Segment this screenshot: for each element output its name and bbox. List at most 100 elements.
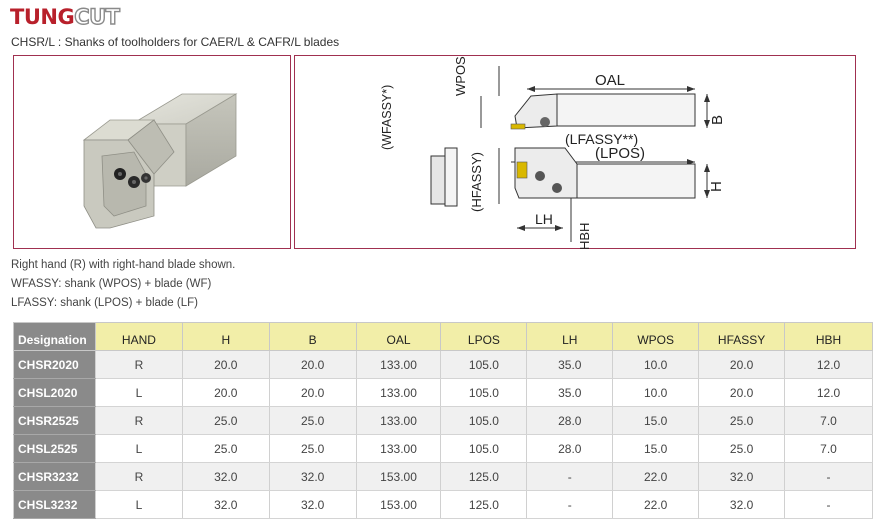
col-header-hand: HAND [94, 322, 183, 351]
table-cell: 153.00 [355, 490, 442, 519]
note-line: Right hand (R) with right-hand blade sho… [11, 259, 236, 271]
table-cell: 20.0 [268, 350, 357, 379]
label-lfassy: (LFASSY**) [565, 131, 638, 147]
table-cell: 32.0 [698, 490, 786, 519]
table-cell: 25.0 [181, 406, 270, 435]
table-cell: 32.0 [268, 490, 357, 519]
toolholder-image-panel [13, 55, 291, 249]
label-lpos: (LPOS) [595, 145, 645, 162]
table-cell: L [94, 378, 183, 407]
table-cell: 7.0 [784, 406, 873, 435]
table-cell: 10.0 [612, 350, 700, 379]
col-header-lpos: LPOS [440, 322, 528, 351]
table-cell: 28.0 [526, 434, 614, 463]
table-cell: 105.0 [440, 406, 528, 435]
table-cell: 20.0 [698, 378, 786, 407]
table-cell: 20.0 [181, 350, 270, 379]
table-cell: 20.0 [268, 378, 357, 407]
table-cell: R [94, 350, 183, 379]
table-cell: 25.0 [268, 406, 357, 435]
table-cell: 12.0 [784, 350, 873, 379]
dimension-drawing: OAL B WPOS (WFASSY*) (LFASSY**) (LPOS) H… [380, 56, 726, 250]
col-header-lh: LH [526, 322, 614, 351]
col-header-hbh: HBH [784, 322, 873, 351]
table-cell: 133.00 [355, 378, 442, 407]
table-cell: 32.0 [698, 462, 786, 491]
table-cell: 7.0 [784, 434, 873, 463]
table-cell: 125.0 [440, 490, 528, 519]
designation-cell: CHSR2020 [13, 350, 96, 379]
designation-cell: CHSL2020 [13, 378, 96, 407]
toolholder-3d-image [82, 93, 238, 229]
label-wpos: WPOS [453, 56, 468, 96]
designation-cell: CHSR3232 [13, 462, 96, 491]
table-cell: 105.0 [440, 350, 528, 379]
note-line: WFASSY: shank (WPOS) + blade (WF) [11, 278, 212, 290]
table-cell: - [526, 462, 614, 491]
tungcut-logo: TUNGCUT [10, 5, 121, 29]
page-subtitle: CHSR/L : Shanks of toolholders for CAER/… [11, 35, 340, 49]
technical-drawing-panel: OAL B WPOS (WFASSY*) (LFASSY**) (LPOS) H… [294, 55, 856, 250]
col-header-h: H [181, 322, 270, 351]
label-b: B [709, 115, 726, 125]
table-cell: 15.0 [612, 434, 700, 463]
table-cell: - [784, 490, 873, 519]
table-cell: 125.0 [440, 462, 528, 491]
table-cell: 32.0 [181, 490, 270, 519]
table-cell: 153.00 [355, 462, 442, 491]
col-header-b: B [268, 322, 357, 351]
table-cell: 28.0 [526, 406, 614, 435]
table-cell: 20.0 [698, 350, 786, 379]
col-header-designation: Designation [13, 322, 96, 351]
label-lh: LH [535, 211, 553, 227]
table-cell: 133.00 [355, 434, 442, 463]
table-cell: - [526, 490, 614, 519]
table-cell: 10.0 [612, 378, 700, 407]
label-hbh: HBH [577, 223, 592, 250]
designation-cell: CHSL2525 [13, 434, 96, 463]
table-cell: 15.0 [612, 406, 700, 435]
logo-cut: CUT [73, 5, 120, 29]
table-cell: 25.0 [698, 406, 786, 435]
table-cell: 133.00 [355, 406, 442, 435]
table-cell: 35.0 [526, 378, 614, 407]
col-header-wpos: WPOS [612, 322, 700, 351]
col-header-hfassy: HFASSY [698, 322, 786, 351]
table-cell: 105.0 [440, 434, 528, 463]
table-cell: 32.0 [268, 462, 357, 491]
logo-tung: TUNG [10, 5, 75, 29]
table-cell: L [94, 434, 183, 463]
table-cell: - [784, 462, 873, 491]
table-cell: 12.0 [784, 378, 873, 407]
table-cell: 22.0 [612, 462, 700, 491]
label-oal: OAL [595, 72, 625, 89]
designation-cell: CHSR2525 [13, 406, 96, 435]
label-wfassy: (WFASSY*) [380, 85, 394, 150]
table-cell: R [94, 462, 183, 491]
table-cell: 133.00 [355, 350, 442, 379]
table-cell: 22.0 [612, 490, 700, 519]
table-cell: 20.0 [181, 378, 270, 407]
table-header-row: Designation HAND H B OAL LPOS LH WPOS HF… [13, 322, 873, 351]
table-cell: 35.0 [526, 350, 614, 379]
table-cell: 32.0 [181, 462, 270, 491]
label-hfassy: (HFASSY) [469, 152, 484, 212]
table-cell: L [94, 490, 183, 519]
note-line: LFASSY: shank (LPOS) + blade (LF) [11, 297, 198, 309]
label-h: H [708, 181, 725, 192]
table-cell: 25.0 [268, 434, 357, 463]
table-cell: 25.0 [181, 434, 270, 463]
table-cell: 105.0 [440, 378, 528, 407]
notes-block: Right hand (R) with right-hand blade sho… [11, 256, 235, 313]
specs-table: Designation HAND H B OAL LPOS LH WPOS HF… [13, 322, 873, 519]
col-header-oal: OAL [355, 322, 442, 351]
table-cell: 25.0 [698, 434, 786, 463]
designation-cell: CHSL3232 [13, 490, 96, 519]
